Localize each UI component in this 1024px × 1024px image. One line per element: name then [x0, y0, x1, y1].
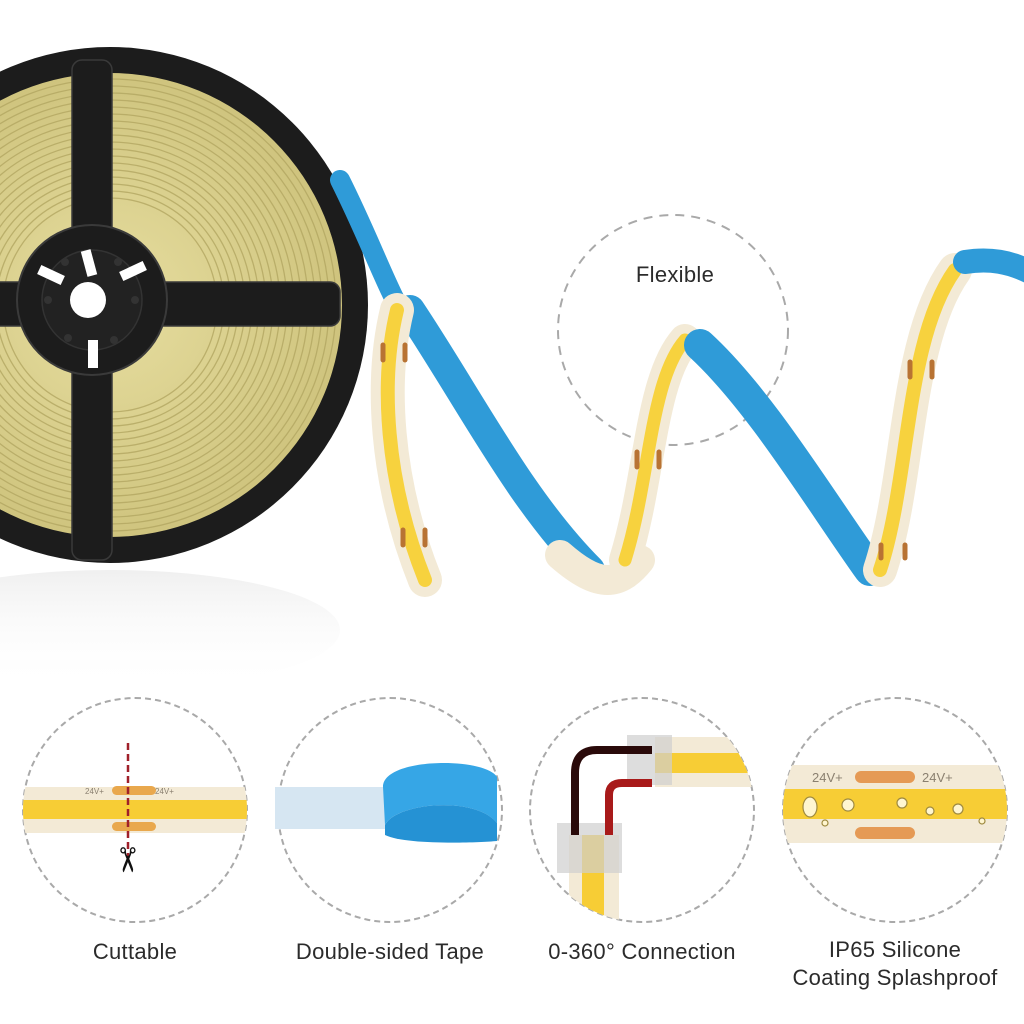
flexible-label: Flexible [635, 262, 715, 287]
feature-double-sided-tape: Double-sided Tape [275, 695, 505, 995]
hero-illustration: Flexible [0, 38, 1024, 680]
voltage-label: 24V+ [812, 770, 843, 785]
led-strip-icon [330, 170, 1024, 597]
scissors-icon: ✂ [107, 845, 146, 875]
feature-cuttable: 24V+ 24V+ ✂ Cuttable [20, 695, 250, 995]
connector-illustration [557, 735, 754, 922]
reel-icon [0, 38, 368, 563]
voltage-label: 24V+ [85, 787, 104, 796]
tape-illustration [275, 763, 497, 843]
waterproof-illustration: 24V+ 24V+ [783, 765, 1007, 843]
feature-label-cuttable: Cuttable [92, 939, 178, 964]
feature-label-ip65-line2: Coating Splashproof [792, 965, 998, 990]
feature-label-ip65-line1: IP65 Silicone [828, 937, 962, 962]
voltage-label: 24V+ [155, 787, 174, 796]
feature-ip65: 24V+ 24V+ IP65 Silicone Coating Splashpr… [780, 695, 1010, 995]
feature-label-connection: 0-360° Connection [548, 939, 736, 964]
feature-label-tape: Double-sided Tape [295, 939, 485, 964]
cuttable-illustration: 24V+ 24V+ [23, 743, 247, 860]
led-strip-reel-illustration [0, 38, 1024, 680]
voltage-label: 24V+ [922, 770, 953, 785]
water-drop-icon [802, 796, 986, 827]
feature-connection: 0-360° Connection [527, 695, 757, 995]
